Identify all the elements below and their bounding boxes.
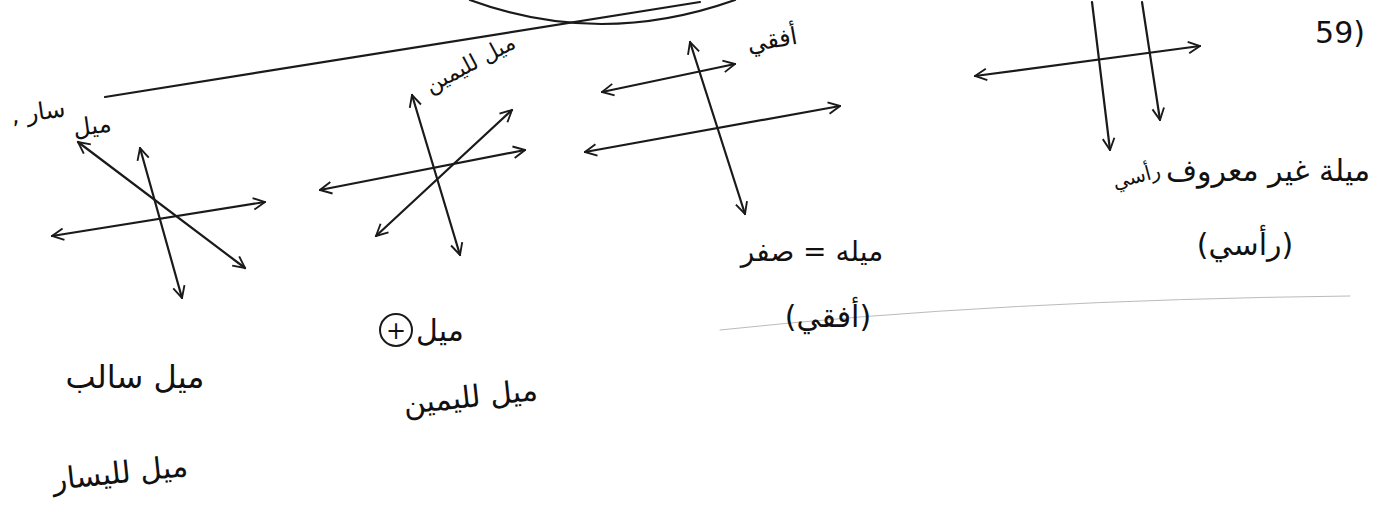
- sloped-line: [376, 110, 512, 236]
- axis-label: رأسي: [1110, 159, 1163, 193]
- x-axis: [52, 202, 265, 236]
- y-axis: [690, 42, 745, 214]
- vertical-line: [1142, 2, 1160, 120]
- slope-label: (أفقي): [785, 300, 871, 333]
- slope-label: ميل لليمين: [421, 30, 520, 98]
- x-axis: [975, 46, 1200, 76]
- slope-label: ميل لليمين: [401, 373, 538, 420]
- note-text: سار ,: [9, 95, 66, 129]
- axis-label: أفقي: [745, 23, 799, 58]
- slope-label: ميل لليسار: [51, 448, 190, 495]
- slope-label: ميلة غير معروف: [1166, 154, 1370, 187]
- slope-label: (رأسي): [1197, 228, 1293, 261]
- x-axis: [320, 150, 525, 190]
- slope-label: ميل: [416, 314, 464, 347]
- y-axis: [412, 95, 460, 255]
- plus-sign: +: [386, 318, 406, 344]
- sloped-line: [78, 142, 245, 268]
- slope-label: ميل سالب: [66, 360, 205, 395]
- horizontal-line: [602, 64, 735, 92]
- plus-circle: [380, 314, 412, 346]
- slope-label: ميله = صفر: [741, 237, 883, 268]
- line: [105, 2, 700, 97]
- y-axis: [140, 148, 182, 298]
- note-text: ميل: [71, 110, 113, 141]
- y-axis: [1092, 2, 1110, 150]
- page-number: (59: [1315, 16, 1365, 49]
